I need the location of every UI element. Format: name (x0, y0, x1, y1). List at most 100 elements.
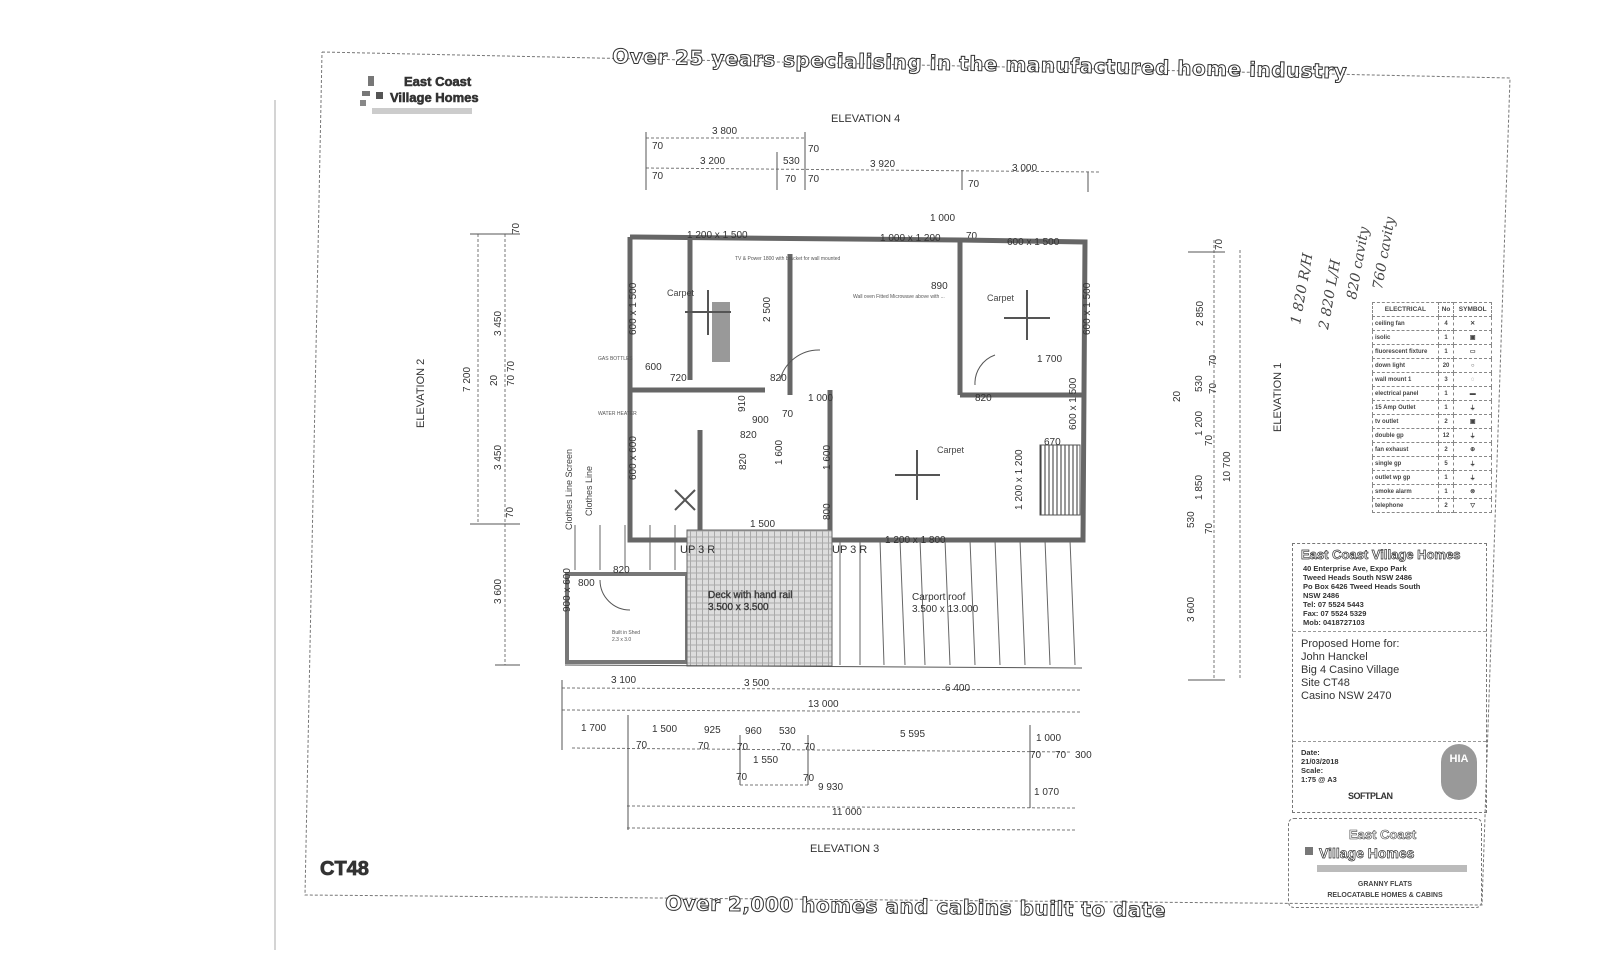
electrical-item: 15 Amp Outlet (1372, 400, 1439, 415)
column-header: No (1437, 302, 1455, 317)
logo-line1: East Coast (1349, 827, 1417, 843)
phone: Tel: 07 5524 5443 (1303, 600, 1364, 609)
dimension-label: 760 cavity (1370, 215, 1399, 291)
elevation-4-label: ELEVATION 4 (831, 113, 900, 125)
electrical-sym: ⏚ (1453, 400, 1492, 415)
electrical-sym: ▽ (1453, 498, 1492, 513)
dimension-label: 820 (740, 430, 757, 441)
electrical-no: 5 (1437, 456, 1455, 471)
dimension-label: 1 600 (822, 445, 833, 470)
dimension-label: 1 200 x 1 500 (687, 230, 748, 241)
dimension-label: 3 800 (712, 126, 737, 137)
logo-mark (1305, 847, 1313, 855)
drawing-meta: Date: 21/03/2018 Scale: 1:75 @ A3 SOFTPL… (1293, 742, 1486, 824)
electrical-item: telephone (1372, 498, 1439, 513)
dimension-label: 1 500 (652, 724, 677, 735)
dimension-label: 2.3 x 3.0 (612, 637, 631, 643)
dimension-label: Carpet (667, 288, 695, 298)
column-header: ELECTRICAL (1372, 302, 1439, 317)
dimension-label: 1 000 (1036, 733, 1061, 744)
dimension-label: 3.500 x 3.500 (708, 602, 769, 613)
bottom-banner: Over 2,000 homes and cabins built to dat… (665, 891, 1166, 922)
electrical-sym: ⏚ (1453, 456, 1492, 471)
electrical-item: wall mount 1 (1372, 372, 1439, 387)
dimension-label: 70 (737, 742, 749, 753)
logo-line4: RELOCATABLE HOMES & CABINS (1327, 892, 1443, 899)
dimension-label: 70 (506, 360, 517, 372)
electrical-no: 3 (1437, 372, 1455, 387)
dimension-label: 70 (652, 171, 664, 182)
dimension-label: Deck with hand rail (708, 590, 792, 601)
client-name: John Hanckel (1301, 651, 1368, 663)
dimension-label: 1 000 (808, 393, 833, 404)
dimension-label: 300 (1075, 750, 1092, 761)
electrical-no: 1 (1437, 386, 1455, 401)
top-dimensions: 3 800 3 200 530 3 920 3 000 70 70 70 70 … (645, 126, 1101, 242)
date-value: 21/03/2018 (1301, 757, 1339, 766)
dimension-label: 1 000 (930, 213, 955, 224)
scale-value: 1:75 @ A3 (1301, 775, 1337, 784)
date-label: Date: (1301, 748, 1320, 757)
dimension-label: 900 (752, 415, 769, 426)
drawing-id: CT48 (320, 858, 369, 880)
building-outline (565, 234, 1088, 667)
dimension-label: 70 (966, 231, 978, 242)
dimension-label: East Coast (404, 74, 472, 89)
dimension-label: 900 x 600 (562, 568, 573, 612)
dimension-label: 820 (975, 393, 992, 404)
logo-line3: GRANNY FLATS (1357, 881, 1413, 888)
dimension-label: UP 3 R (832, 544, 867, 556)
electrical-item: fan exhaust (1372, 442, 1439, 457)
dimension-label: 800 (578, 578, 595, 589)
dimension-label: Built in Shed (612, 630, 640, 636)
dimension-label: 1 700 (581, 723, 606, 734)
company-address: 40 Enterprise Ave, Expo Park Tweed Heads… (1293, 564, 1486, 632)
dimension-label: 1 700 (1037, 354, 1062, 365)
softplan-logo: SOFTPLAN (1348, 791, 1393, 801)
company-name: East Coast Village Homes (1301, 547, 1461, 563)
dimension-label: 1 200 (1194, 411, 1205, 436)
address-line: NSW 2486 (1303, 591, 1340, 600)
dimension-label: 20 (489, 374, 500, 386)
dimension-label: GAS BOTTLES (598, 356, 633, 362)
dimension-label: 5 595 (900, 729, 925, 740)
dimension-label: 1 200 x 1 800 (885, 535, 946, 546)
dimension-label: 1 070 (1034, 787, 1059, 798)
elevation-3-label: ELEVATION 3 (810, 843, 879, 855)
deck-area (686, 529, 833, 667)
dimension-label: Carport roof (912, 592, 966, 603)
electrical-no: 2 (1437, 442, 1455, 457)
electrical-item: single gp (1372, 456, 1439, 471)
electrical-no: 4 (1437, 316, 1455, 331)
dimension-label: 3 600 (493, 579, 504, 604)
logo-bar (1317, 865, 1467, 872)
electrical-no: 1 (1437, 484, 1455, 499)
dimension-label: 820 (613, 565, 630, 576)
dimension-label: 670 (1044, 437, 1061, 448)
top-banner: Over 25 years specialising in the manufa… (612, 44, 1347, 83)
dimension-label: 70 (1055, 750, 1067, 761)
electrical-item: fluorescent fixture (1372, 344, 1439, 359)
dimension-label: 70 (780, 742, 792, 753)
dimension-label: UP 3 R (680, 544, 715, 556)
dimension-label: 530 (779, 726, 796, 737)
village-name: Big 4 Casino Village (1301, 664, 1400, 676)
electrical-sym: ▭ (1453, 344, 1492, 359)
dimension-label: 70 (736, 772, 748, 783)
site-id: Site CT48 (1301, 677, 1350, 689)
dimension-label: 70 (808, 174, 820, 185)
dimension-label: Village Homes (390, 90, 479, 105)
left-dimensions: 7 200 3 450 3 450 20 70 70 3 600 70 70 (462, 222, 522, 666)
dimension-label: 890 (931, 281, 948, 292)
electrical-no: 2 (1437, 414, 1455, 429)
electrical-sym: ▬ (1453, 386, 1492, 401)
electrical-no: 20 (1437, 358, 1455, 373)
